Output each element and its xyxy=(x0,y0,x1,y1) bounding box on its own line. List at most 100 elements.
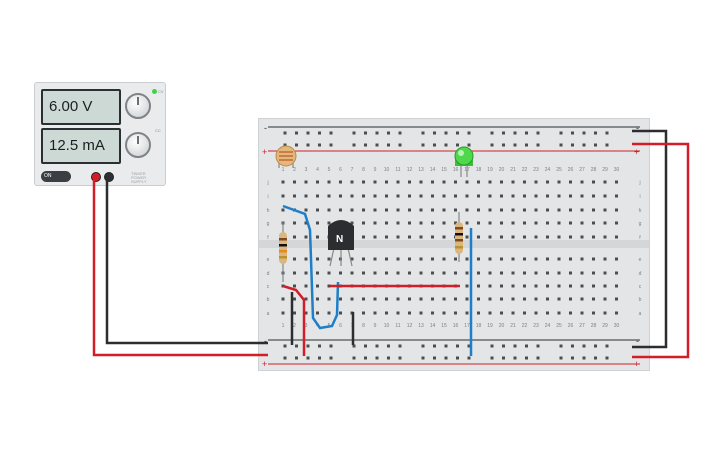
breadboard-hole[interactable] xyxy=(283,344,287,348)
breadboard-hole[interactable] xyxy=(534,194,538,198)
breadboard-hole[interactable] xyxy=(569,180,572,184)
breadboard-hole[interactable] xyxy=(281,208,285,212)
breadboard-hole[interactable] xyxy=(304,257,308,261)
breadboard-hole[interactable] xyxy=(431,194,434,198)
breadboard-hole[interactable] xyxy=(592,297,595,301)
breadboard-hole[interactable] xyxy=(477,221,480,225)
breadboard-hole[interactable] xyxy=(546,311,549,315)
breadboard-hole[interactable] xyxy=(500,235,503,239)
breadboard-hole[interactable] xyxy=(456,143,459,147)
breadboard-hole[interactable] xyxy=(362,297,365,301)
breadboard-hole[interactable] xyxy=(281,180,285,184)
breadboard-hole[interactable] xyxy=(306,143,310,147)
breadboard-hole[interactable] xyxy=(500,284,503,288)
breadboard-hole[interactable] xyxy=(396,194,400,198)
breadboard-hole[interactable] xyxy=(594,356,597,360)
breadboard-hole[interactable] xyxy=(350,180,354,184)
breadboard-hole[interactable] xyxy=(592,271,595,275)
breadboard-hole[interactable] xyxy=(316,311,319,315)
breadboard-hole[interactable] xyxy=(304,221,308,225)
breadboard-hole[interactable] xyxy=(419,221,423,225)
breadboard-hole[interactable] xyxy=(513,131,517,135)
breadboard-hole[interactable] xyxy=(534,221,538,225)
breadboard-hole[interactable] xyxy=(557,257,561,261)
breadboard-hole[interactable] xyxy=(295,131,298,135)
breadboard-hole[interactable] xyxy=(534,235,538,239)
breadboard-hole[interactable] xyxy=(304,271,308,275)
breadboard-hole[interactable] xyxy=(408,271,411,275)
breadboard-hole[interactable] xyxy=(546,208,549,212)
breadboard-hole[interactable] xyxy=(534,208,538,212)
breadboard-hole[interactable] xyxy=(615,284,618,288)
breadboard-hole[interactable] xyxy=(511,311,515,315)
breadboard-hole[interactable] xyxy=(421,143,425,147)
breadboard-hole[interactable] xyxy=(592,257,595,261)
breadboard-hole[interactable] xyxy=(295,143,298,147)
breadboard-hole[interactable] xyxy=(571,344,574,348)
breadboard-hole[interactable] xyxy=(465,180,469,184)
breadboard-hole[interactable] xyxy=(385,271,388,275)
breadboard-hole[interactable] xyxy=(364,143,367,147)
breadboard-hole[interactable] xyxy=(454,311,457,315)
breadboard-hole[interactable] xyxy=(339,271,342,275)
breadboard-hole[interactable] xyxy=(500,257,503,261)
breadboard-hole[interactable] xyxy=(442,311,446,315)
breadboard-hole[interactable] xyxy=(362,208,365,212)
breadboard-hole[interactable] xyxy=(318,356,321,360)
breadboard-hole[interactable] xyxy=(488,208,492,212)
breadboard-hole[interactable] xyxy=(580,257,584,261)
breadboard-hole[interactable] xyxy=(327,271,331,275)
breadboard-hole[interactable] xyxy=(605,131,609,135)
breadboard-hole[interactable] xyxy=(281,297,285,301)
breadboard-hole[interactable] xyxy=(534,311,538,315)
breadboard-hole[interactable] xyxy=(615,208,618,212)
breadboard-hole[interactable] xyxy=(523,297,526,301)
breadboard-hole[interactable] xyxy=(396,257,400,261)
breadboard-hole[interactable] xyxy=(582,344,586,348)
breadboard-hole[interactable] xyxy=(513,356,517,360)
breadboard-hole[interactable] xyxy=(546,194,549,198)
breadboard-hole[interactable] xyxy=(467,131,471,135)
breadboard-hole[interactable] xyxy=(385,235,388,239)
breadboard-hole[interactable] xyxy=(352,356,356,360)
breadboard-hole[interactable] xyxy=(502,143,505,147)
breadboard-hole[interactable] xyxy=(306,131,310,135)
breadboard-hole[interactable] xyxy=(500,180,503,184)
breadboard-hole[interactable] xyxy=(350,221,354,225)
breadboard-hole[interactable] xyxy=(293,271,296,275)
breadboard-hole[interactable] xyxy=(477,194,480,198)
breadboard-hole[interactable] xyxy=(419,208,423,212)
breadboard-hole[interactable] xyxy=(373,257,377,261)
breadboard-hole[interactable] xyxy=(329,344,333,348)
breadboard-hole[interactable] xyxy=(318,344,321,348)
breadboard-hole[interactable] xyxy=(444,143,448,147)
breadboard-hole[interactable] xyxy=(293,180,296,184)
breadboard-hole[interactable] xyxy=(488,180,492,184)
breadboard-hole[interactable] xyxy=(431,208,434,212)
breadboard-hole[interactable] xyxy=(546,257,549,261)
breadboard-hole[interactable] xyxy=(525,143,528,147)
breadboard-hole[interactable] xyxy=(534,284,538,288)
breadboard-hole[interactable] xyxy=(327,284,331,288)
breadboard-hole[interactable] xyxy=(557,221,561,225)
breadboard-hole[interactable] xyxy=(350,297,354,301)
breadboard-hole[interactable] xyxy=(444,356,448,360)
breadboard-hole[interactable] xyxy=(536,344,540,348)
breadboard-hole[interactable] xyxy=(316,271,319,275)
breadboard-hole[interactable] xyxy=(373,271,377,275)
breadboard-hole[interactable] xyxy=(318,143,321,147)
breadboard-hole[interactable] xyxy=(615,180,618,184)
breadboard-hole[interactable] xyxy=(327,221,331,225)
breadboard-hole[interactable] xyxy=(306,356,310,360)
breadboard-hole[interactable] xyxy=(525,344,528,348)
breadboard-hole[interactable] xyxy=(293,311,296,315)
breadboard-hole[interactable] xyxy=(421,356,425,360)
breadboard-hole[interactable] xyxy=(488,235,492,239)
breadboard-hole[interactable] xyxy=(477,235,480,239)
breadboard-hole[interactable] xyxy=(362,257,365,261)
breadboard-hole[interactable] xyxy=(362,194,365,198)
breadboard-hole[interactable] xyxy=(283,356,287,360)
breadboard-hole[interactable] xyxy=(603,284,607,288)
breadboard-hole[interactable] xyxy=(454,180,457,184)
breadboard-hole[interactable] xyxy=(375,344,379,348)
